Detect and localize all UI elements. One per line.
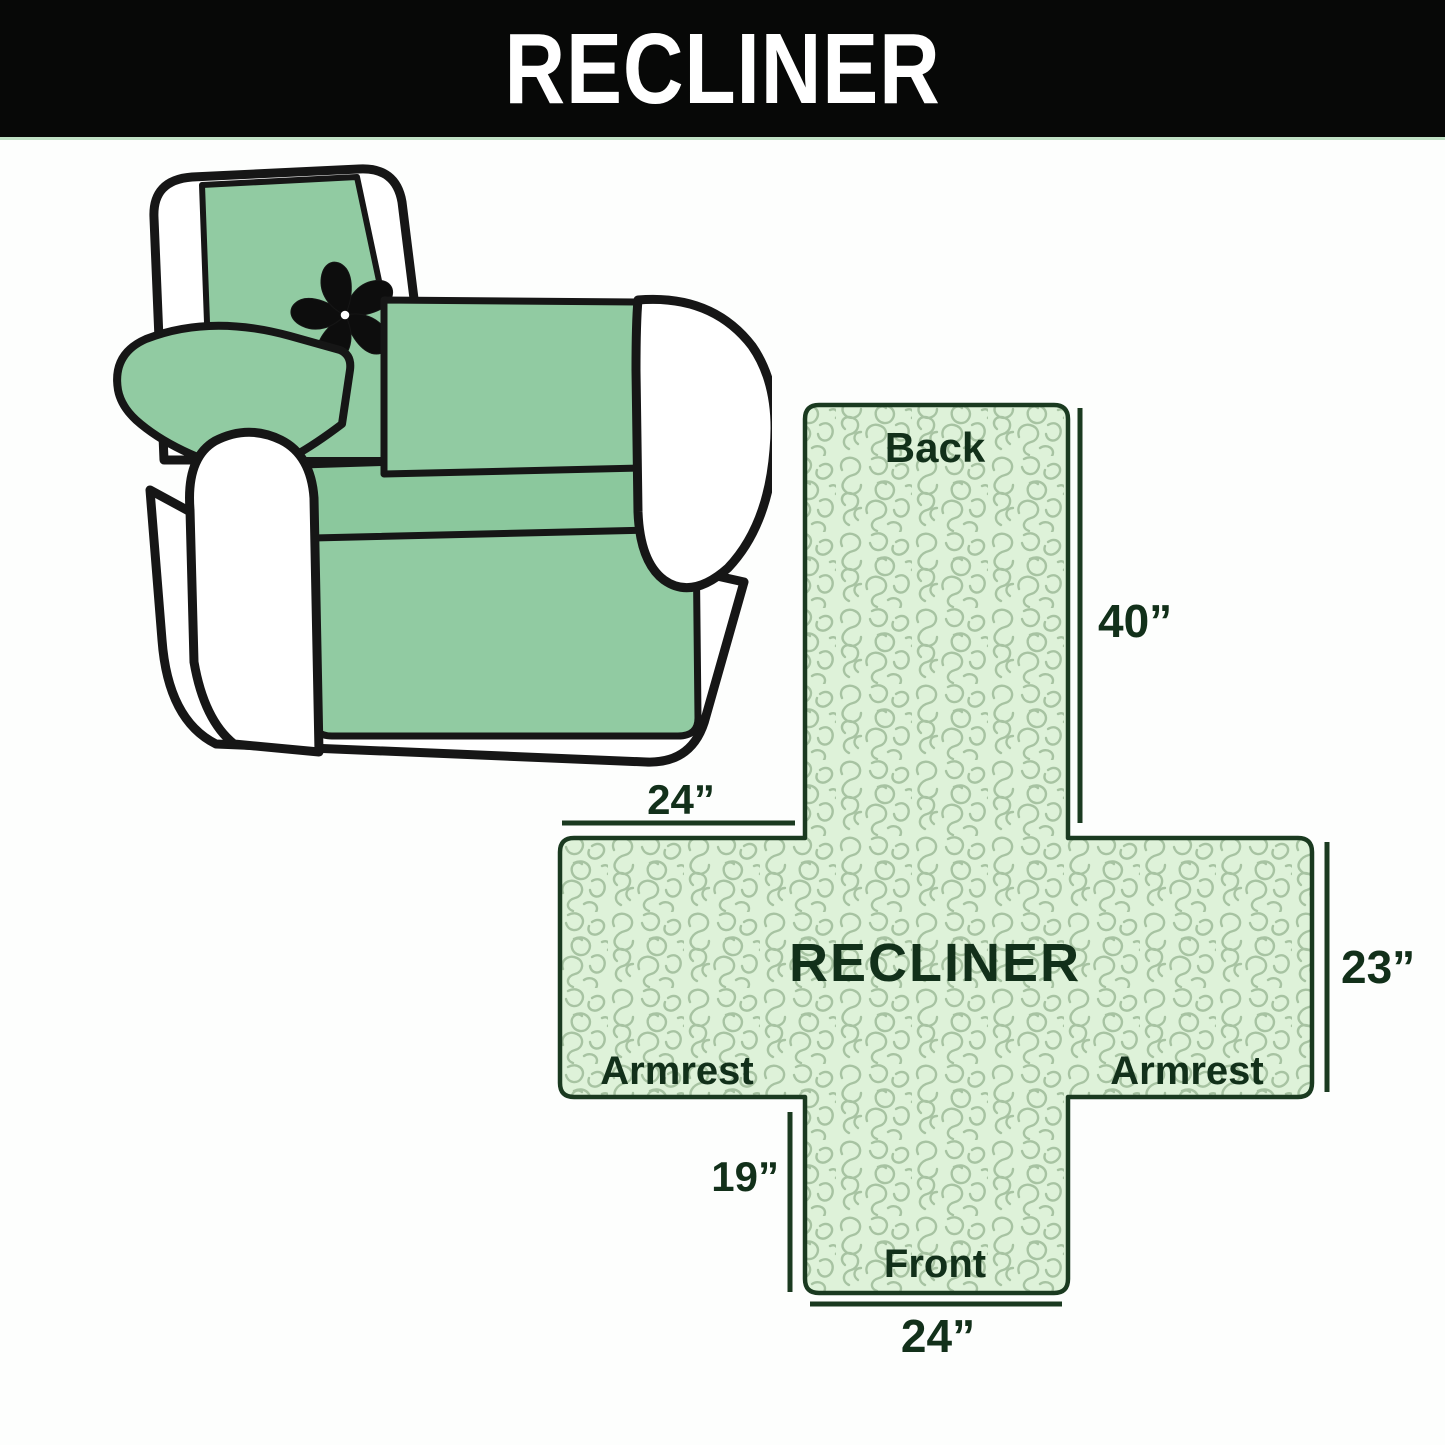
dim-front-flap-width-value: 24” [901, 1310, 975, 1362]
dim-front-flap-width: 24” [810, 1301, 1062, 1362]
front-panel-label: Front [884, 1242, 986, 1286]
armrest-left-label: Armrest [600, 1049, 753, 1093]
dim-armrest-top-width: 24” [562, 776, 795, 826]
title-banner: RECLINER [0, 0, 1445, 140]
dim-armrest-side-height-value: 23” [1341, 941, 1415, 993]
back-panel-label: Back [885, 424, 986, 471]
dim-back-height-value: 40” [1098, 595, 1172, 647]
dim-back-height: 40” [1077, 408, 1172, 823]
left-armrest-cover [113, 321, 355, 478]
diagram-center-label: RECLINER [789, 933, 1081, 993]
left-arm-roll [185, 427, 324, 757]
page-title: RECLINER [504, 12, 941, 125]
right-arm-roll [631, 294, 772, 593]
armrest-right-label: Armrest [1110, 1049, 1263, 1093]
dim-armrest-top-width-value: 24” [647, 776, 715, 823]
recliner-chair-illustration [113, 164, 772, 767]
dim-armrest-side-height: 23” [1324, 842, 1415, 1092]
dim-front-flap-height: 19” [711, 1112, 793, 1292]
dim-front-flap-height-value: 19” [711, 1153, 779, 1200]
cover-cross-shape [557, 402, 1315, 1296]
